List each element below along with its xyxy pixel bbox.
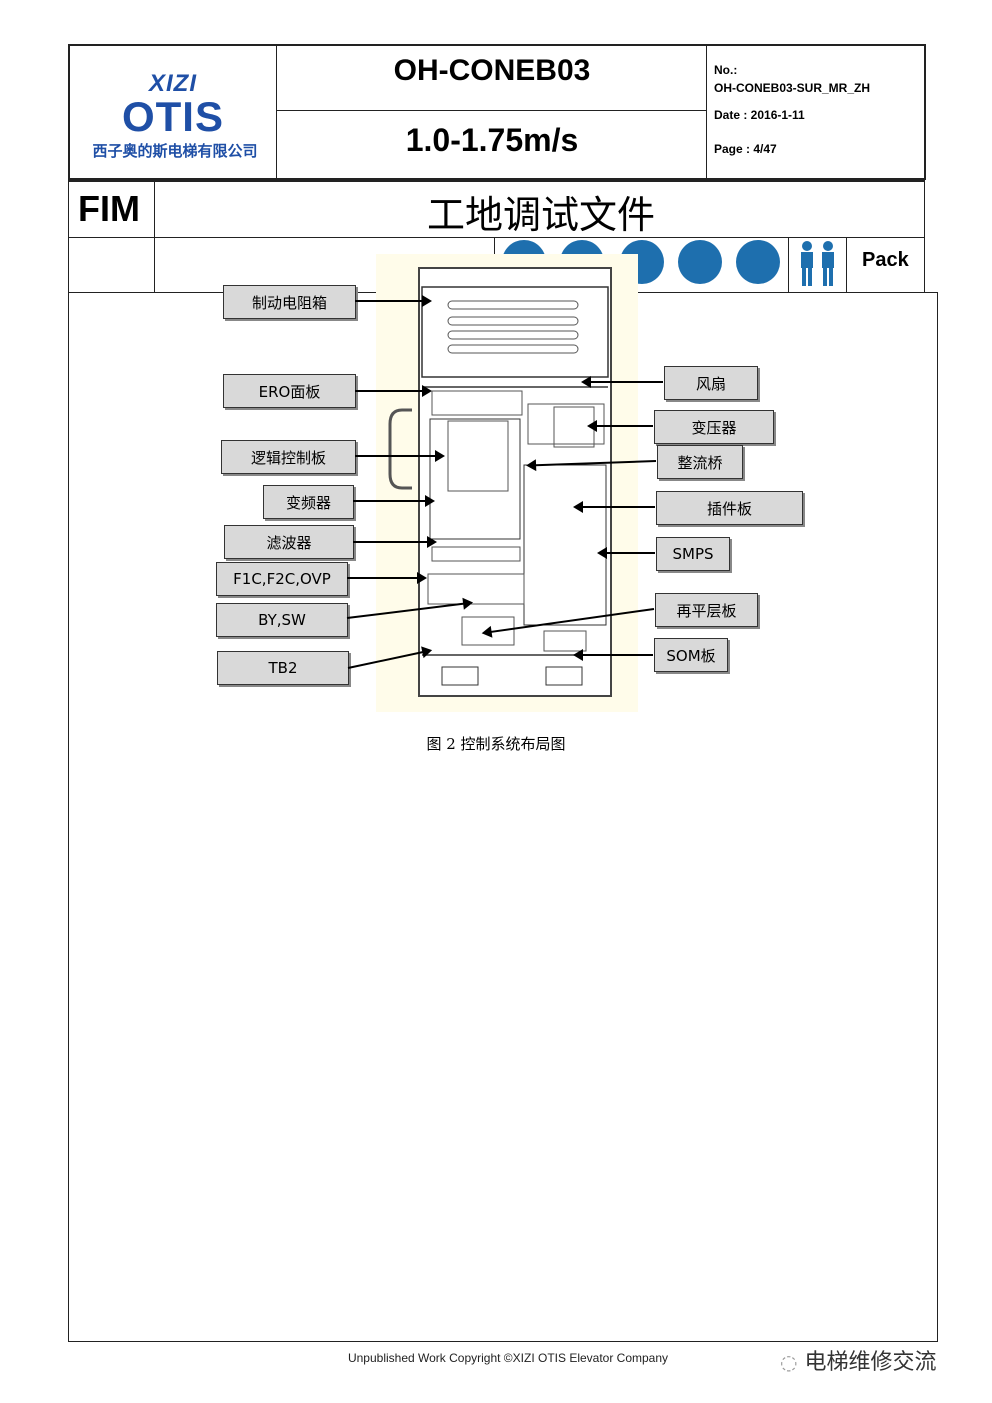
label-fan: 风扇	[664, 366, 758, 400]
label-plugin-board: 插件板	[656, 491, 803, 525]
doc-number-label: No.:	[714, 63, 738, 77]
arrow-brake-resistor	[355, 295, 432, 307]
arrow-ero-panel	[355, 385, 432, 397]
watermark-text: 电梯维修交流	[804, 1350, 937, 1375]
pack-label: Pack	[862, 249, 909, 271]
arrow-logic-board	[355, 450, 445, 462]
wechat-watermark: ◌ 电梯维修交流	[780, 1344, 936, 1376]
control-cabinet-diagram	[418, 267, 612, 697]
label-relevel-board: 再平层板	[655, 593, 758, 627]
arrow-fan	[583, 381, 663, 383]
label-by-sw: BY,SW	[216, 603, 348, 637]
two-person-icon	[801, 241, 834, 286]
logo-brand: XIZI	[148, 70, 197, 97]
document-title: OH-CONEB03	[393, 54, 591, 87]
arrow-plugin-board	[575, 506, 655, 508]
page-number: Page : 4/47	[714, 142, 777, 156]
label-rectifier: 整流桥	[657, 445, 743, 479]
speed-range: 1.0-1.75m/s	[405, 122, 579, 158]
label-tb2: TB2	[217, 651, 349, 685]
cabinet-handle	[388, 408, 412, 490]
document-header: XIZI OTIS 西子奥的斯电梯有限公司 OH-CONEB03 1.0-1.7…	[68, 44, 926, 180]
wechat-icon: ◌	[780, 1350, 798, 1374]
doc-date: Date : 2016-1-11	[714, 108, 805, 122]
figure-caption: 图 2 控制系统布局图	[426, 735, 566, 753]
logo-company: 西子奥的斯电梯有限公司	[92, 142, 258, 160]
arrow-filter	[353, 536, 437, 548]
label-ero-panel: ERO面板	[223, 374, 356, 408]
site-doc-title: 工地调试文件	[426, 193, 655, 237]
label-f1c-f2c-ovp: F1C,F2C,OVP	[216, 562, 348, 596]
arrow-som-board	[575, 654, 653, 656]
label-brake-resistor: 制动电阻箱	[223, 285, 356, 319]
label-logic-board: 逻辑控制板	[221, 440, 356, 474]
fim-label: FIM	[78, 188, 140, 229]
arrow-smps	[599, 552, 655, 554]
logo-name: OTIS	[121, 93, 224, 140]
safety-gloves-icon	[678, 240, 722, 284]
doc-number: OH-CONEB03-SUR_MR_ZH	[714, 81, 871, 95]
label-smps: SMPS	[656, 537, 730, 571]
arrow-inverter	[353, 495, 435, 507]
label-inverter: 变频器	[263, 485, 354, 519]
label-som-board: SOM板	[654, 638, 728, 672]
arrow-transformer	[589, 425, 653, 427]
safety-harness-icon	[736, 240, 780, 284]
label-transformer: 变压器	[654, 410, 774, 444]
arrow-f1c	[347, 572, 427, 584]
copyright-notice: Unpublished Work Copyright ©XIZI OTIS El…	[347, 1351, 669, 1365]
label-filter: 滤波器	[224, 525, 354, 559]
